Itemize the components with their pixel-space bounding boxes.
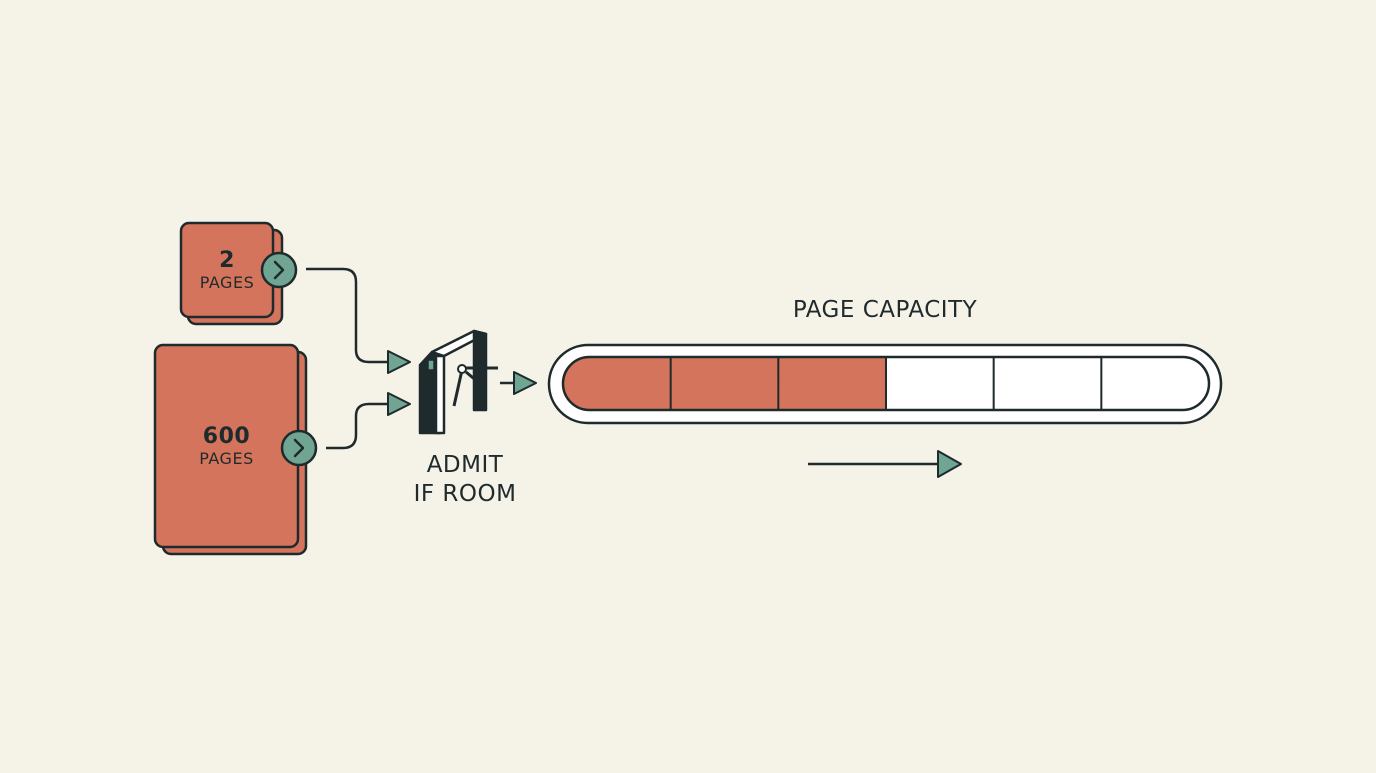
connector-large-to-gate — [326, 402, 388, 450]
capacity-segment-empty — [993, 357, 1102, 410]
capacity-segments — [563, 357, 1209, 410]
gate-label: ADMIT IF ROOM — [384, 451, 546, 509]
document-large-count: 600 — [202, 424, 251, 449]
capacity-title: PAGE CAPACITY — [792, 297, 978, 323]
capacity-segment-filled — [563, 357, 671, 410]
arrow-right-icon — [937, 450, 962, 478]
arrow-right-icon — [387, 392, 411, 416]
document-small-count: 2 — [219, 248, 235, 273]
capacity-segment-empty — [1101, 357, 1209, 410]
gate-label-line1: ADMIT — [426, 452, 504, 478]
document-large-label: 600 PAGES — [155, 424, 298, 468]
capacity-segment-filled — [670, 357, 779, 410]
turnstile-icon — [418, 329, 498, 435]
chevron-right-icon — [280, 429, 318, 467]
capacity-segment-filled — [778, 357, 886, 410]
connector-small-to-gate — [306, 267, 388, 364]
document-large-unit: PAGES — [199, 449, 254, 468]
capacity-bar — [547, 343, 1223, 425]
document-small-unit: PAGES — [199, 273, 255, 292]
gate-label-line2: IF ROOM — [413, 481, 517, 507]
arrow-right-icon — [513, 371, 537, 395]
arrow-right-icon — [387, 350, 411, 374]
document-small-label: 2 PAGES — [181, 248, 273, 292]
chevron-right-icon — [260, 251, 298, 289]
capacity-bar-inner-track — [561, 355, 1211, 412]
capacity-segment-empty — [886, 357, 994, 410]
